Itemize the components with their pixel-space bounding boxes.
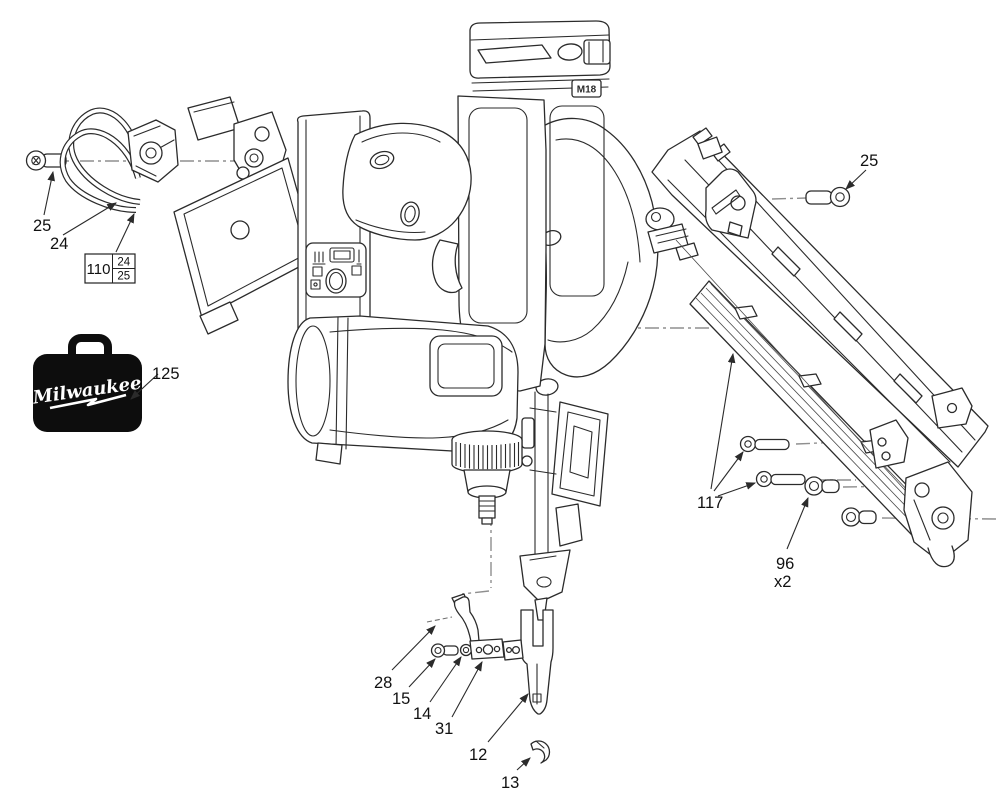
indicator-square — [351, 265, 362, 276]
trigger — [431, 239, 463, 294]
part-no-mar-pad — [530, 740, 551, 764]
indicator-square — [312, 266, 323, 277]
callout-washer: 14 — [413, 705, 431, 723]
callout-bracket-screw: 15 — [392, 690, 410, 708]
part-magazine-screw — [805, 186, 851, 208]
kit-item-bottom: 25 — [117, 271, 130, 283]
magazine-assembly — [645, 127, 989, 568]
depth-adjust-wheel — [451, 430, 523, 525]
callout-hook-screw: 25 — [33, 217, 51, 235]
kit-reference-box: 110 24 25 — [84, 253, 136, 284]
part-rafter-hook — [59, 107, 179, 213]
part-mount-screw-1 — [739, 435, 790, 453]
tool-body: M18 — [173, 20, 659, 621]
motor-housing — [287, 315, 519, 465]
part-washer — [459, 643, 473, 657]
battery-badge-label: M18 — [577, 85, 597, 96]
callout-shoulder-bolt-qty: x2 — [774, 573, 791, 591]
rail-mount-plate — [869, 419, 909, 469]
kit-item-top: 24 — [117, 257, 130, 269]
magazine-rear-bracket — [697, 136, 757, 239]
indicator-square — [310, 279, 321, 290]
battery-pack: M18 — [457, 20, 611, 392]
leader-lines — [43, 169, 867, 771]
case-body — [33, 354, 142, 432]
triple-nail-icon — [312, 251, 326, 265]
mode-switch — [329, 247, 355, 263]
single-nail-icon — [356, 249, 362, 265]
part-mount-screw-2 — [755, 470, 806, 488]
rear-cap — [173, 96, 317, 335]
callout-bracket: 31 — [435, 720, 453, 738]
carrying-case: Milwaukee — [31, 334, 143, 432]
hidden-pin-line — [426, 616, 453, 623]
callout-no-mar-pad: 13 — [501, 774, 519, 792]
nosepiece — [519, 391, 609, 621]
callout-shoulder-bolt: 96 — [776, 555, 794, 573]
front-housing — [535, 117, 659, 396]
callout-contact-arm: 12 — [469, 746, 487, 764]
part-contact-arm — [502, 609, 554, 715]
lightning-underline — [49, 393, 127, 410]
nail-pusher — [645, 207, 699, 261]
part-shoulder-bolt-2 — [841, 507, 877, 527]
handle — [342, 122, 472, 241]
part-bracket-screw — [430, 643, 459, 658]
part-bracket — [451, 593, 505, 660]
callout-pin: 28 — [374, 674, 392, 692]
callout-magazine-screw: 25 — [860, 152, 878, 170]
power-button — [325, 268, 347, 294]
threaded-stud — [478, 495, 496, 525]
callout-mount-screws: 117 — [697, 494, 723, 512]
mode-control-panel — [305, 242, 367, 298]
callout-rafter-hook: 24 — [50, 235, 68, 253]
kit-ref-number: 110 — [87, 261, 111, 278]
callout-labels: 25 24 125 25 117 96 x2 28 15 14 31 12 13 — [33, 152, 878, 792]
magazine-end-bracket — [903, 387, 973, 568]
part-shoulder-bolt-1 — [804, 476, 840, 496]
lower-parts — [426, 593, 554, 764]
callout-carrying-case: 125 — [152, 365, 180, 383]
battery-badge: M18 — [571, 79, 602, 98]
